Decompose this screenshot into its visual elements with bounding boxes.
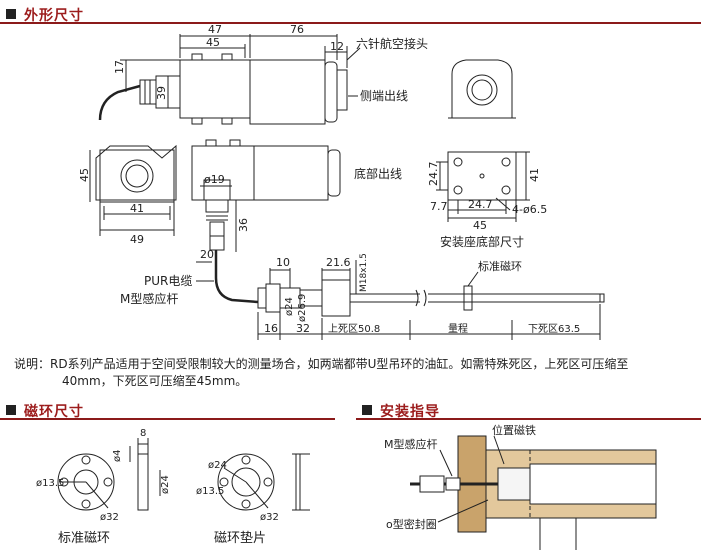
label-pur-cable: PUR电缆	[144, 274, 192, 288]
label-six-pin: 六针航空接头	[356, 36, 428, 51]
dim-10: 10	[276, 256, 290, 269]
install-label-pos-magnet: 位置磁铁	[492, 423, 536, 437]
label-side-out: 侧端出线	[360, 89, 408, 103]
ring-dim-13-5: ø13.5	[36, 478, 64, 489]
dim-hole: 4-ø6.5	[512, 203, 547, 216]
label-m-rod: M型感应杆	[120, 291, 178, 306]
dim-45-vert: 45	[78, 168, 91, 182]
ring-caption-std: 标准磁环	[58, 531, 110, 546]
dim-21-6: 21.6	[326, 256, 351, 269]
label-std-ring: 标准磁环	[478, 259, 522, 273]
dim-45-base: 45	[473, 219, 487, 232]
dim-32: 32	[296, 322, 310, 335]
dim-17: 17	[113, 60, 126, 74]
ring-caption-spacer: 磁环垫片	[214, 530, 266, 546]
spacer-dim-13-5: ø13.5	[196, 486, 224, 497]
ring-dim-8: 8	[140, 428, 146, 439]
section-bullet-icon	[6, 405, 16, 415]
section-bullet-icon	[362, 405, 372, 415]
note-line-2: 40mm，下死区可压缩至45mm。	[62, 374, 248, 388]
dim-36: 36	[237, 218, 250, 232]
note-line-1: 说明：RD系列产品适用于空间受限制较大的测量场合，如两端都带U型吊环的油缸。如需…	[14, 357, 629, 371]
section-title: 外形尺寸	[24, 8, 84, 24]
dim-24: ø24	[284, 297, 295, 316]
section-rule	[356, 418, 701, 420]
dim-20: 20	[200, 248, 214, 261]
label-range: 量程	[448, 323, 468, 335]
dim-12: 12	[330, 40, 344, 53]
dim-26-9: ø26.9	[297, 294, 308, 322]
dim-41-vert: 41	[528, 168, 541, 182]
section-rule	[0, 418, 335, 420]
ring-dim-32: ø32	[100, 512, 119, 523]
description-note: 说明：RD系列产品适用于空间受限制较大的测量场合，如两端都带U型吊环的油缸。如需…	[14, 356, 684, 390]
spacer-dim-32: ø32	[260, 512, 279, 523]
section-rule	[0, 22, 701, 24]
section-title: 磁环尺寸	[24, 404, 84, 420]
section-header-install-guide: 安装指导	[356, 400, 701, 420]
dim-16: 16	[264, 322, 278, 335]
section-title: 安装指导	[380, 404, 440, 420]
section-header-magnet-ring: 磁环尺寸	[0, 400, 335, 420]
section-bullet-icon	[6, 9, 16, 19]
ring-and-install-drawing: ø4 8 ø13.5 ø24 ø32 ø24 ø13.5 ø32 标准磁环 磁环…	[36, 423, 657, 550]
label-lower-dead: 下死区63.5	[528, 323, 580, 335]
label-bottom-out: 底部出线	[354, 166, 402, 181]
ring-dim-4: ø4	[112, 450, 123, 462]
label-mount-base: 安装座底部尺寸	[440, 234, 524, 249]
install-label-m-rod: M型感应杆	[384, 437, 438, 451]
dim-39: 39	[155, 86, 168, 100]
label-upper-dead: 上死区50.8	[328, 323, 380, 335]
dim-19: ø19	[204, 173, 225, 186]
dim-41: 41	[130, 202, 144, 215]
dim-24-7-vert: 24.7	[427, 162, 440, 187]
dim-m18: M18x1.5	[359, 253, 369, 292]
spacer-dim-24: ø24	[208, 460, 227, 471]
dim-47: 47	[208, 23, 222, 36]
dimension-drawing: 47 45 76 12 17 39 45 41 49 ø19 36 20 10 …	[78, 23, 605, 340]
ring-dim-24: ø24	[160, 475, 171, 494]
dim-45: 45	[206, 36, 220, 49]
dim-24-7: 24.7	[468, 198, 493, 211]
section-header-dimensions: 外形尺寸	[0, 4, 701, 24]
dim-49: 49	[130, 233, 144, 246]
dim-76: 76	[290, 23, 304, 36]
dim-7-7: 7.7	[430, 200, 448, 213]
install-label-o-ring: o型密封圈	[386, 517, 437, 531]
